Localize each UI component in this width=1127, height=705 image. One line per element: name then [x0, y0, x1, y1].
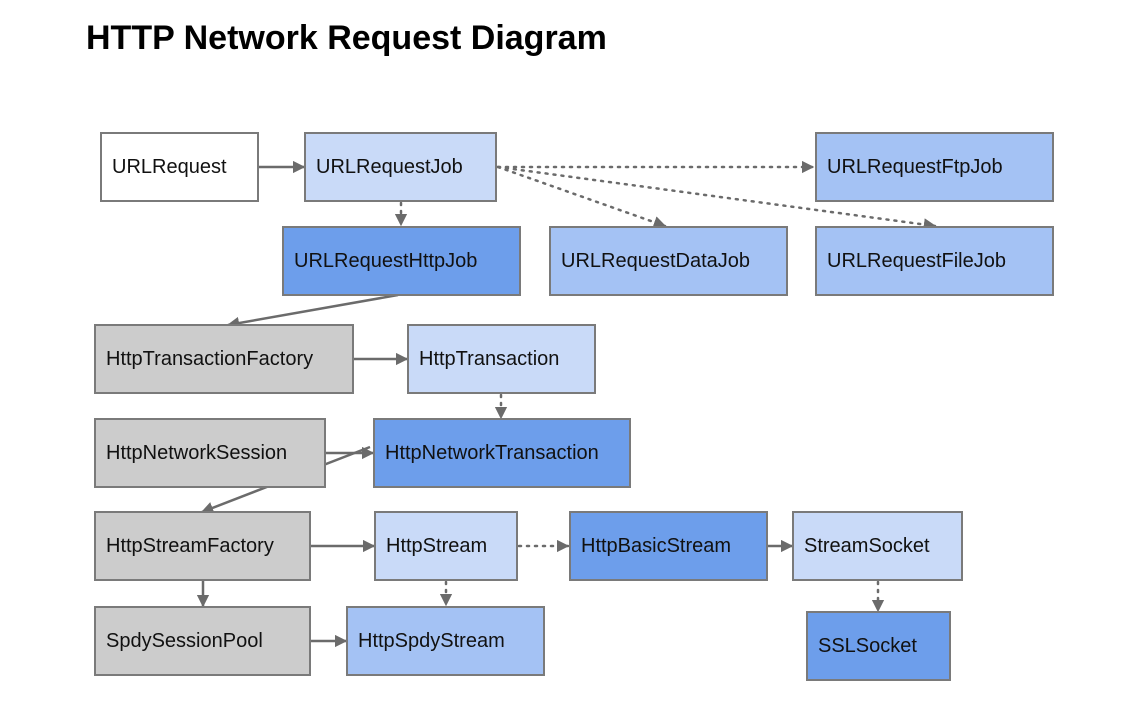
node-label: HttpSpdyStream	[358, 629, 505, 652]
node-label: URLRequestFtpJob	[827, 155, 1003, 178]
edge-urlrequestjob-to-datajob	[496, 165, 667, 229]
node-label: URLRequestDataJob	[561, 249, 750, 272]
node-http-transaction-factory: HttpTransactionFactory	[94, 324, 354, 394]
node-http-basic-stream: HttpBasicStream	[569, 511, 768, 581]
node-http-stream: HttpStream	[374, 511, 518, 581]
node-url-request-data-job: URLRequestDataJob	[549, 226, 788, 296]
node-label: URLRequestHttpJob	[294, 249, 478, 272]
node-label: HttpBasicStream	[581, 534, 732, 557]
node-http-stream-factory: HttpStreamFactory	[94, 511, 311, 581]
node-label: HttpStreamFactory	[106, 534, 274, 557]
node-label: HttpTransactionFactory	[106, 347, 314, 370]
node-label: StreamSocket	[804, 534, 930, 557]
node-url-request-http-job: URLRequestHttpJob	[282, 226, 521, 296]
node-url-request-job: URLRequestJob	[304, 132, 497, 202]
node-label: URLRequestFileJob	[827, 249, 1006, 272]
node-http-spdy-stream: HttpSpdyStream	[346, 606, 545, 676]
node-ssl-socket: SSLSocket	[806, 611, 951, 681]
node-label: URLRequestJob	[316, 155, 463, 178]
node-http-transaction: HttpTransaction	[407, 324, 596, 394]
node-url-request-file-job: URLRequestFileJob	[815, 226, 1054, 296]
node-stream-socket: StreamSocket	[792, 511, 963, 581]
node-label: HttpNetworkTransaction	[385, 441, 599, 464]
node-http-network-session: HttpNetworkSession	[94, 418, 326, 488]
edge-urlrequestjob-to-filejob	[496, 165, 937, 231]
node-label: URLRequest	[112, 155, 227, 178]
node-label: HttpTransaction	[419, 347, 560, 370]
node-label: SpdySessionPool	[106, 629, 263, 652]
node-spdy-session-pool: SpdySessionPool	[94, 606, 311, 676]
node-label: HttpStream	[386, 534, 488, 557]
page-title: HTTP Network Request Diagram	[86, 19, 607, 57]
node-label: SSLSocket	[818, 634, 917, 657]
edge-urlrequesthttpjob-to-httptransactionfactory	[226, 293, 399, 330]
node-url-request-ftp-job: URLRequestFtpJob	[815, 132, 1054, 202]
node-label: HttpNetworkSession	[106, 441, 288, 464]
node-url-request: URLRequest	[100, 132, 259, 202]
node-http-network-transaction: HttpNetworkTransaction	[373, 418, 631, 488]
